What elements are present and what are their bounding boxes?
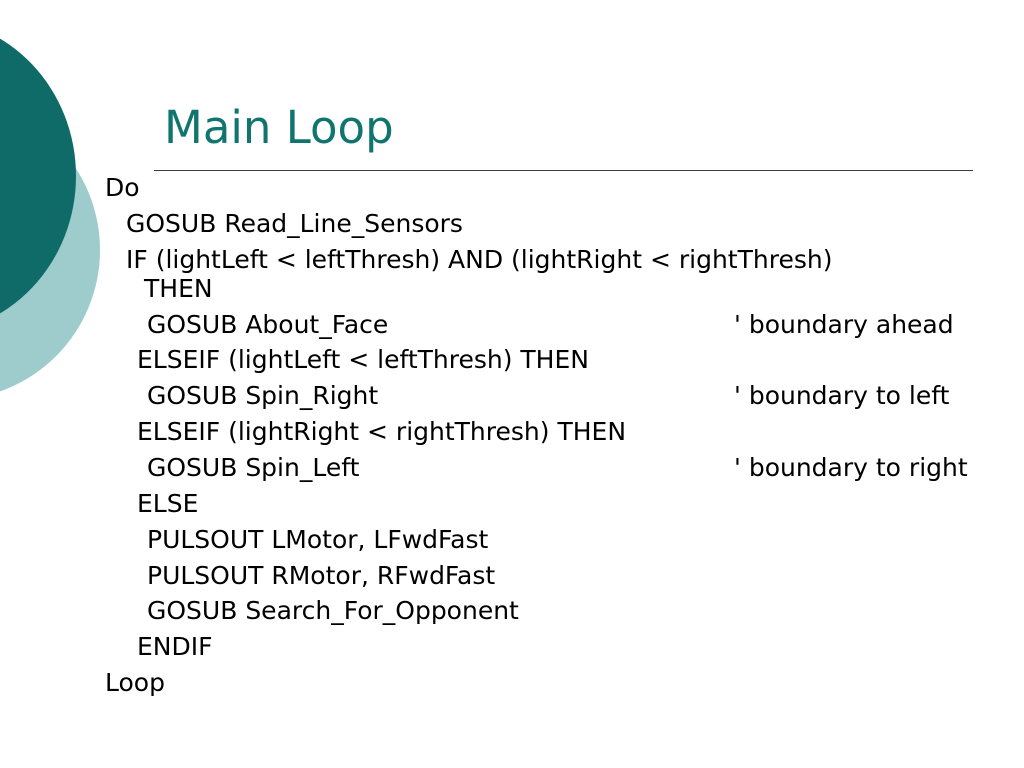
code-line-do: Do bbox=[105, 173, 140, 202]
comment-boundary-to-right: ' boundary to right bbox=[734, 453, 968, 482]
code-line-endif: ENDIF bbox=[137, 632, 213, 661]
code-line-gosub-spin-left: GOSUB Spin_Left bbox=[147, 453, 360, 482]
slide-title: Main Loop bbox=[164, 101, 394, 154]
code-line-gosub-spin-right: GOSUB Spin_Right bbox=[147, 381, 379, 410]
code-line-loop: Loop bbox=[105, 668, 165, 697]
code-line-else: ELSE bbox=[137, 489, 199, 518]
code-line-gosub-read-sensors: GOSUB Read_Line_Sensors bbox=[126, 209, 463, 238]
code-line-then: THEN bbox=[144, 274, 213, 303]
code-line-pulsout-right: PULSOUT RMotor, RFwdFast bbox=[147, 561, 496, 590]
code-line-elseif-left: ELSEIF (lightLeft < leftThresh) THEN bbox=[137, 345, 589, 374]
comment-boundary-to-left: ' boundary to left bbox=[734, 381, 950, 410]
code-line-gosub-search: GOSUB Search_For_Opponent bbox=[147, 596, 519, 625]
code-line-if-condition: IF (lightLeft < leftThresh) AND (lightRi… bbox=[126, 245, 833, 274]
code-line-pulsout-left: PULSOUT LMotor, LFwdFast bbox=[147, 525, 489, 554]
title-divider bbox=[154, 170, 973, 171]
code-line-elseif-right: ELSEIF (lightRight < rightThresh) THEN bbox=[137, 417, 627, 446]
comment-boundary-ahead: ' boundary ahead bbox=[734, 310, 954, 339]
code-line-gosub-about-face: GOSUB About_Face bbox=[147, 310, 389, 339]
